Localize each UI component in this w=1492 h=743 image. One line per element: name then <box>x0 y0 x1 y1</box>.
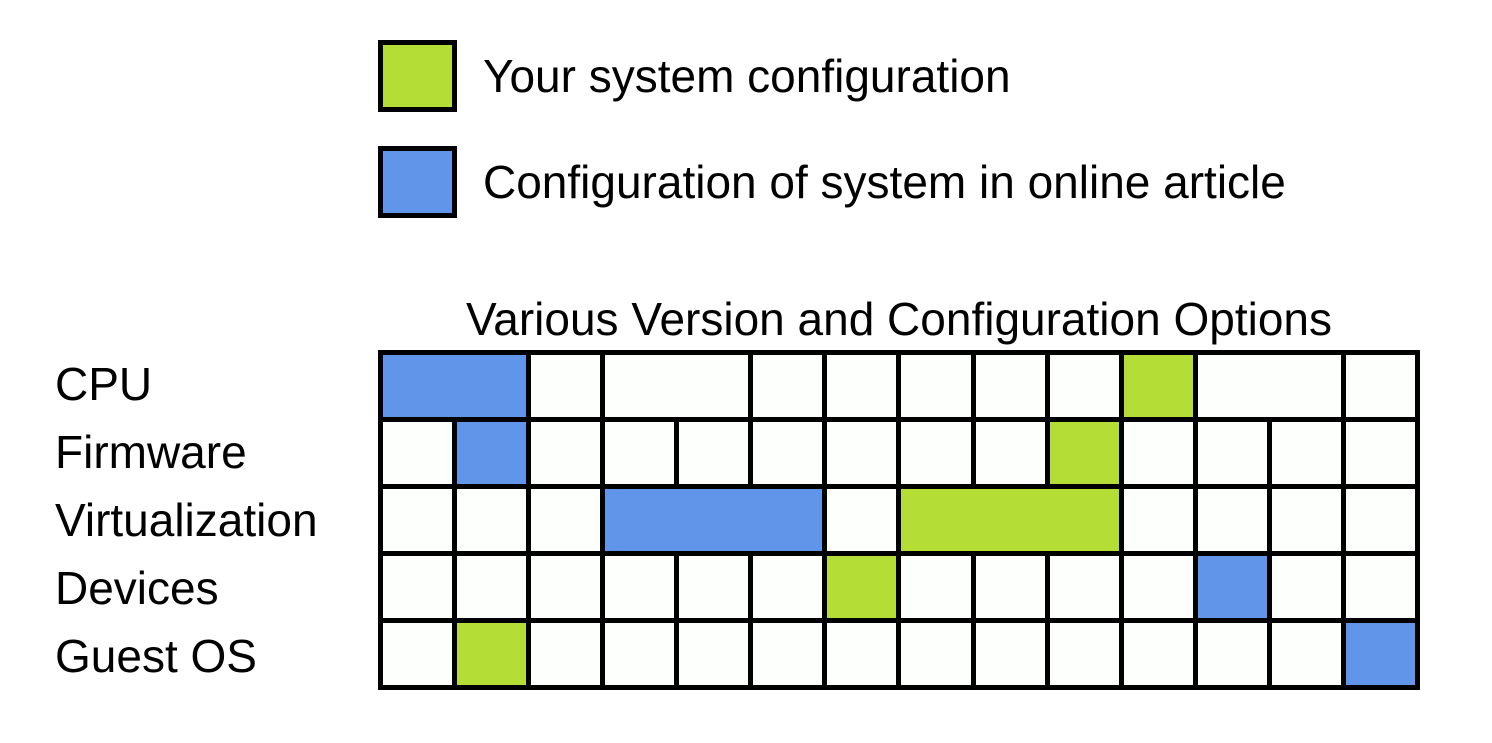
grid-cell-r1-c5 <box>827 355 897 417</box>
grid-cell-r5-c7 <box>827 623 897 685</box>
grid-cell-r5-c6 <box>753 623 823 685</box>
grid-cell-r4-c7-green <box>827 556 897 618</box>
grid-cell-r1-c9-green <box>1123 355 1193 417</box>
grid-cell-r4-c9 <box>975 556 1045 618</box>
grid-cell-r2-c4 <box>605 422 675 484</box>
legend-label-your-system: Your system configuration <box>483 50 1011 102</box>
row-label-firmware: Firmware <box>55 426 247 478</box>
config-grid <box>378 350 1420 690</box>
grid-cell-r3-c2 <box>457 489 527 551</box>
grid-cell-r5-c1 <box>383 623 453 685</box>
grid-cell-r3-c6-green <box>901 489 1119 551</box>
grid-cell-r3-c10 <box>1345 489 1415 551</box>
grid-cell-r3-c1 <box>383 489 453 551</box>
grid-cell-r3-c3 <box>531 489 601 551</box>
grid-cell-r2-c3 <box>531 422 601 484</box>
grid-cell-r2-c1 <box>383 422 453 484</box>
grid-cell-r4-c2 <box>457 556 527 618</box>
grid-cell-r1-c10 <box>1197 355 1341 417</box>
grid-cell-r2-c2-blue <box>457 422 527 484</box>
legend: Your system configuration Configuration … <box>378 40 1286 218</box>
grid-cell-r4-c8 <box>901 556 971 618</box>
legend-swatch-blue <box>378 146 457 218</box>
grid-cell-r4-c13 <box>1271 556 1341 618</box>
row-label-devices: Devices <box>55 562 219 614</box>
grid-cell-r4-c14 <box>1345 556 1415 618</box>
grid-cell-r1-c3 <box>605 355 749 417</box>
grid-cell-r2-c11 <box>1123 422 1193 484</box>
grid-cell-r5-c9 <box>975 623 1045 685</box>
grid-cell-r2-c5 <box>679 422 749 484</box>
grid-cell-r5-c11 <box>1123 623 1193 685</box>
grid-cell-r5-c12 <box>1197 623 1267 685</box>
grid-cell-r1-c2 <box>531 355 601 417</box>
grid-cell-r2-c12 <box>1197 422 1267 484</box>
grid-cell-r4-c5 <box>679 556 749 618</box>
grid-cell-r4-c10 <box>1049 556 1119 618</box>
grid-cell-r1-c11 <box>1345 355 1415 417</box>
grid-cell-r5-c2-green <box>457 623 527 685</box>
grid-cell-r4-c12-blue <box>1197 556 1267 618</box>
legend-item-online-article: Configuration of system in online articl… <box>378 146 1286 218</box>
grid-cell-r4-c11 <box>1123 556 1193 618</box>
grid-cell-r4-c4 <box>605 556 675 618</box>
grid-cell-r3-c7 <box>1123 489 1193 551</box>
legend-label-online-article: Configuration of system in online articl… <box>483 156 1286 208</box>
grid-cell-r1-c6 <box>901 355 971 417</box>
row-label-virtualization: Virtualization <box>55 494 318 546</box>
grid-cell-r1-c7 <box>975 355 1045 417</box>
grid-cell-r4-c3 <box>531 556 601 618</box>
grid-cell-r2-c13 <box>1271 422 1341 484</box>
grid-cell-r2-c14 <box>1345 422 1415 484</box>
grid-cell-r2-c9 <box>975 422 1045 484</box>
grid-cell-r1-c1-blue <box>383 355 527 417</box>
grid-cell-r5-c13 <box>1271 623 1341 685</box>
grid-cell-r5-c3 <box>531 623 601 685</box>
grid-cell-r5-c14-blue <box>1345 623 1415 685</box>
grid-cell-r3-c9 <box>1271 489 1341 551</box>
grid-cell-r2-c8 <box>901 422 971 484</box>
grid-cell-r1-c4 <box>753 355 823 417</box>
grid-cell-r1-c8 <box>1049 355 1119 417</box>
figure-title: Various Version and Configuration Option… <box>465 293 1332 345</box>
grid-cell-r2-c10-green <box>1049 422 1119 484</box>
grid-cell-r5-c5 <box>679 623 749 685</box>
legend-swatch-green <box>378 40 457 112</box>
grid-cell-r2-c7 <box>827 422 897 484</box>
row-label-guest-os: Guest OS <box>55 630 257 682</box>
grid-cell-r4-c1 <box>383 556 453 618</box>
grid-cell-r3-c8 <box>1197 489 1267 551</box>
grid-cell-r2-c6 <box>753 422 823 484</box>
grid-cell-r5-c10 <box>1049 623 1119 685</box>
grid-cell-r5-c8 <box>901 623 971 685</box>
grid-cell-r3-c5 <box>827 489 897 551</box>
legend-item-your-system: Your system configuration <box>378 40 1286 112</box>
grid-cell-r3-c4-blue <box>605 489 823 551</box>
row-label-cpu: CPU <box>55 358 153 410</box>
grid-cell-r5-c4 <box>605 623 675 685</box>
grid-cell-r4-c6 <box>753 556 823 618</box>
